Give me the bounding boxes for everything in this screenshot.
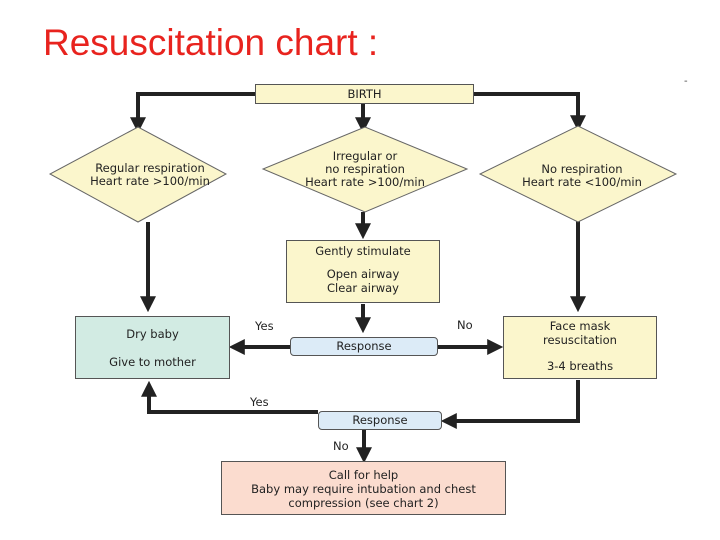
give-mother-label: Give to mother [109, 355, 196, 369]
response-box-2: Response [318, 411, 442, 430]
face-mask-box: Face mask resuscitation 3-4 breaths [503, 316, 657, 379]
dash-mark: - [684, 76, 688, 87]
none-line-2: Heart rate <100/min [522, 175, 642, 189]
none-line-1: No respiration [541, 162, 623, 176]
birth-label: BIRTH [347, 87, 382, 101]
edge-label-yes-1: Yes [255, 319, 274, 333]
regular-text: Regular respiration Heart rate >100/min [70, 162, 230, 188]
irregular-line-1: Irregular or [332, 149, 398, 163]
call-help-line-2: Baby may require intubation and chest [251, 482, 476, 496]
edge-birth-none [473, 92, 586, 132]
irregular-text: Irregular or no respiration Heart rate >… [290, 150, 440, 189]
edge-birth-regular [130, 92, 255, 134]
edge-response2-yes [141, 380, 318, 414]
airway-line-1: Open airway [326, 267, 400, 281]
response-2-label: Response [352, 413, 408, 427]
dry-baby-label: Dry baby [126, 327, 179, 341]
edge-label-yes-2: Yes [250, 395, 269, 409]
breaths-label: 3-4 breaths [546, 359, 614, 373]
irregular-line-2: no respiration [325, 162, 405, 176]
edge-label-no-1: No [457, 318, 473, 332]
diamond-regular [48, 126, 228, 223]
dry-baby-box: Dry baby Give to mother [75, 316, 230, 379]
irregular-line-3: Heart rate >100/min [305, 175, 425, 189]
edge-facemask-response2 [440, 380, 580, 429]
call-help-box: Call for help Baby may require intubatio… [221, 461, 506, 515]
stimulate-label: Gently stimulate [315, 244, 411, 258]
regular-line-1: Regular respiration [95, 161, 205, 175]
diamond-irregular [261, 126, 469, 213]
response-box-1: Response [290, 337, 438, 356]
none-text: No respiration Heart rate <100/min [504, 163, 660, 189]
regular-line-2: Heart rate >100/min [90, 174, 210, 188]
birth-box: BIRTH [255, 84, 474, 104]
diamond-none [478, 125, 678, 223]
face-mask-line-1: Face mask [549, 319, 611, 333]
edge-label-no-2: No [333, 439, 349, 453]
call-help-line-3: compression (see chart 2) [288, 496, 439, 510]
stimulate-box: Gently stimulate Open airway Clear airwa… [286, 240, 440, 303]
slide-title: Resuscitation chart : [43, 22, 379, 63]
response-1-label: Response [336, 339, 392, 353]
call-help-line-1: Call for help [328, 468, 399, 482]
face-mask-line-2: resuscitation [543, 333, 617, 347]
airway-line-2: Clear airway [327, 281, 399, 295]
